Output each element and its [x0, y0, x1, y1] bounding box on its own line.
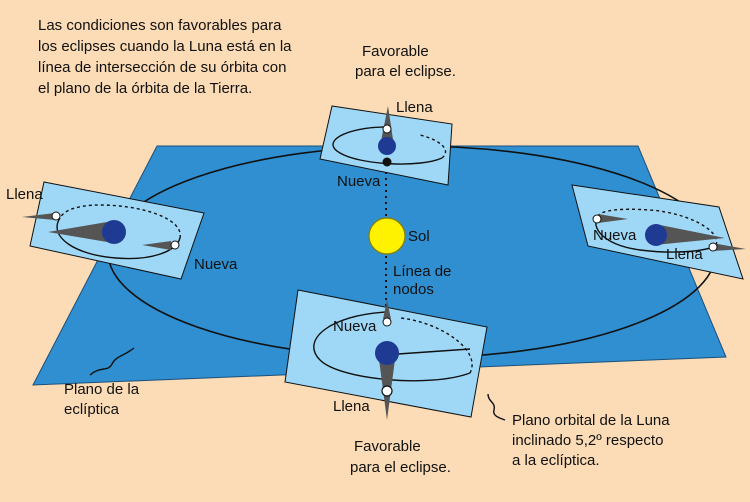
node-line-label: Línea de nodos	[393, 263, 456, 298]
ecliptic-label-2: eclíptica	[64, 401, 120, 418]
shadow-cone-left-new	[142, 241, 171, 250]
shadow-cone-right	[655, 224, 725, 245]
moon-orbit-top	[332, 126, 443, 165]
top-new-label: Nueva	[337, 173, 381, 190]
node-line-label-1: Línea de	[393, 263, 451, 280]
moon-plane-pointer	[487, 393, 506, 421]
top-full-label: Llena	[396, 99, 433, 116]
moon-plane-top	[319, 105, 453, 186]
ecliptic-plane	[32, 145, 727, 386]
moon-full-left	[51, 211, 61, 221]
moon-full-top	[382, 124, 392, 134]
earth-left	[102, 220, 126, 244]
earth-bottom	[375, 341, 399, 365]
moon-full-bottom	[381, 385, 393, 397]
intro-line-1: Las condiciones son favorables para	[38, 17, 282, 34]
right-full-label: Llena	[666, 246, 703, 263]
favorable-bottom-label: Favorable para el eclipse.	[350, 438, 451, 476]
bottom-orbit-link	[397, 348, 471, 355]
moon-full-right	[708, 242, 718, 252]
sun	[368, 217, 406, 255]
favorable-top-label: Favorable para el eclipse.	[355, 43, 456, 80]
moon-orbit-bottom-hidden	[399, 317, 473, 374]
ecliptic-label-1: Plano de la	[64, 381, 140, 398]
moon-new-top	[382, 157, 392, 167]
moon-orbit-bottom	[313, 311, 471, 382]
left-full-label: Llena	[6, 186, 43, 203]
bottom-full-label: Llena	[333, 398, 370, 415]
intro-line-3: línea de intersección de su órbita con	[38, 59, 287, 76]
moon-new-right	[592, 214, 602, 224]
shadow-cone-left	[48, 221, 113, 243]
moon-new-bottom	[382, 317, 392, 327]
earth-right	[645, 224, 667, 246]
sun-label: Sol	[408, 228, 430, 245]
intro-line-4: el plano de la órbita de la Tierra.	[38, 80, 252, 97]
right-new-label: Nueva	[593, 227, 637, 244]
favorable-bottom-1: Favorable	[354, 438, 421, 455]
moon-orbit-plane-label: Plano orbital de la Luna inclinado 5,2º …	[512, 412, 674, 469]
moon-new-left	[170, 240, 180, 250]
intro-line-2: los eclipses cuando la Luna está en la	[38, 38, 292, 55]
shadow-cone-right-full	[712, 243, 746, 251]
intro-text: Las condiciones son favorables para los …	[38, 17, 296, 97]
left-new-label: Nueva	[194, 256, 238, 273]
shadow-cone-bottom-new	[383, 300, 391, 319]
moon-plane-right	[571, 184, 746, 280]
favorable-top-2: para el eclipse.	[355, 63, 456, 80]
ecliptic-pointer	[89, 347, 135, 376]
favorable-bottom-2: para el eclipse.	[350, 459, 451, 476]
shadow-cone-left-full	[22, 213, 55, 220]
favorable-top-1: Favorable	[362, 43, 429, 60]
node-line-label-2: nodos	[393, 281, 434, 298]
moon-orbit-left-hidden	[59, 204, 181, 239]
bottom-new-label: Nueva	[333, 318, 377, 335]
shadow-cone-right-new	[598, 214, 628, 223]
moon-plane-label-1: Plano orbital de la Luna	[512, 412, 670, 429]
moon-plane-label-3: a la eclíptica.	[512, 452, 600, 469]
moon-orbit-right-hidden	[597, 208, 718, 246]
moon-orbit-right	[595, 215, 717, 253]
moon-plane-label-2: inclinado 5,2º respecto	[512, 432, 663, 449]
moon-plane-bottom	[284, 289, 488, 420]
earth-top	[378, 137, 396, 155]
moon-plane-left	[22, 181, 205, 280]
moon-orbit-top-hidden	[419, 134, 447, 159]
ecliptic-plane-label: Plano de la eclíptica	[64, 381, 143, 418]
